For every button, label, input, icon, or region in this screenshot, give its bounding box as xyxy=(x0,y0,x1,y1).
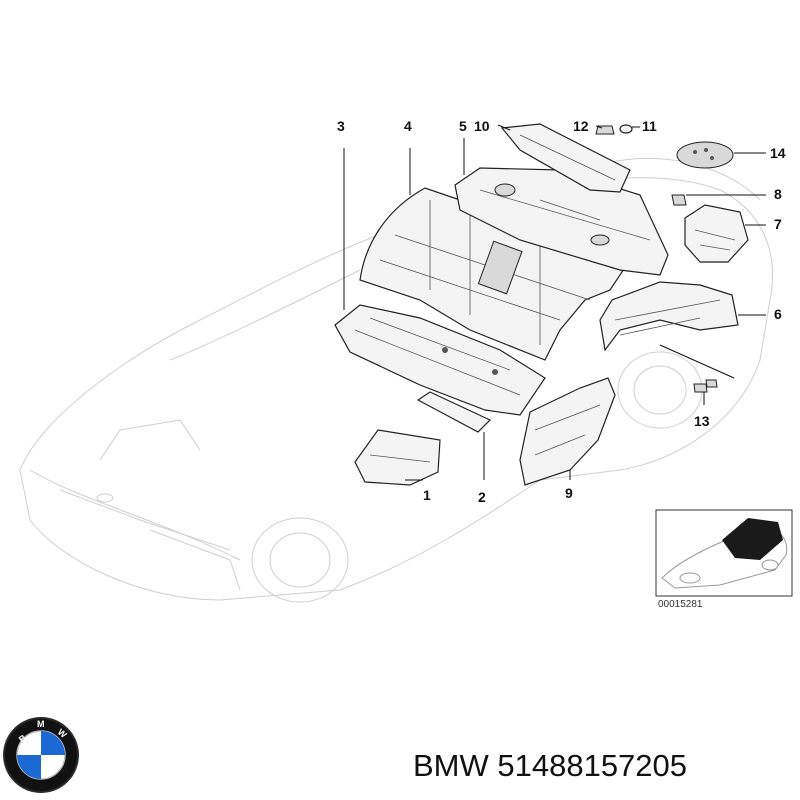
part-wheel-arch-liner xyxy=(599,281,739,352)
part-strip xyxy=(416,391,492,433)
callout-labels: 3 4 5 10 12 11 14 8 7 6 13 9 2 1 xyxy=(337,118,786,505)
part-clips-side xyxy=(693,379,718,393)
svg-text:B: B xyxy=(17,732,29,744)
callout-10: 10 xyxy=(474,118,490,134)
callout-5: 5 xyxy=(459,118,467,134)
callout-14: 14 xyxy=(770,145,786,161)
callout-4: 4 xyxy=(404,118,412,134)
part-bracket xyxy=(684,204,749,263)
part-parcel-shelf xyxy=(454,167,669,276)
callout-7: 7 xyxy=(774,216,782,232)
part-clips-top xyxy=(595,124,633,135)
car-outline xyxy=(19,157,774,603)
leader-lines xyxy=(343,124,766,481)
part-shelf-cover xyxy=(500,123,631,193)
callout-12: 12 xyxy=(573,118,589,134)
part-number-label: BMW 51488157205 xyxy=(413,748,687,783)
callout-3: 3 xyxy=(337,118,345,134)
callout-6: 6 xyxy=(774,306,782,322)
callout-2: 2 xyxy=(478,489,486,505)
inset-reference: 00015281 xyxy=(658,599,703,610)
inset-overview: 00015281 xyxy=(655,509,793,610)
bmw-roundel-icon: B M W xyxy=(3,717,79,793)
part-side-trim xyxy=(519,377,616,486)
callout-8: 8 xyxy=(774,186,782,202)
svg-text:M: M xyxy=(37,719,45,729)
callout-13: 13 xyxy=(694,413,710,429)
callout-1: 1 xyxy=(423,487,431,503)
callout-11: 11 xyxy=(642,118,657,134)
part-round-pad xyxy=(676,141,734,169)
callout-9: 9 xyxy=(565,485,573,501)
part-screw xyxy=(671,194,687,206)
part-rear-bulkhead xyxy=(359,187,631,361)
part-floor-mat xyxy=(354,429,441,486)
part-floor-panel xyxy=(334,304,546,416)
